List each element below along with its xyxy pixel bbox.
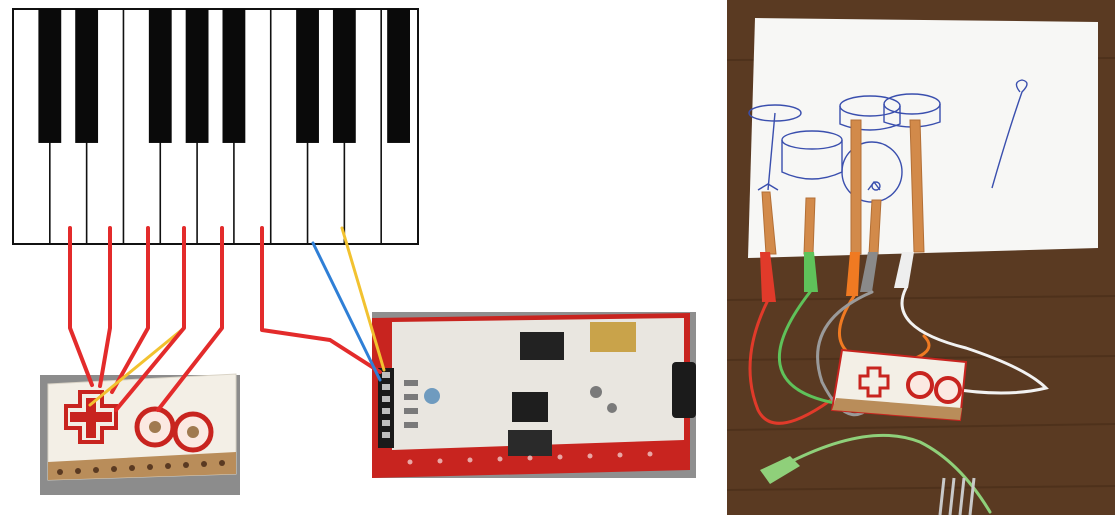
makey-makey-front-board bbox=[40, 373, 240, 495]
table-board-arrows bbox=[858, 366, 890, 398]
table-board-edge bbox=[832, 398, 962, 420]
copper-strip-3 bbox=[850, 119, 862, 255]
black-key bbox=[185, 9, 209, 143]
black-key bbox=[387, 9, 410, 143]
back-board-heatsink-top bbox=[520, 332, 564, 360]
board-arrow-cross bbox=[70, 398, 112, 438]
board-space-pad-center bbox=[149, 421, 161, 433]
wire-key-2 bbox=[98, 226, 112, 388]
alligator-clips bbox=[760, 252, 914, 484]
black-key bbox=[75, 9, 99, 143]
board-click-pad-center bbox=[187, 426, 199, 438]
piano-keyboard-frame bbox=[12, 8, 419, 245]
wire-key-3 bbox=[110, 226, 150, 394]
connection-wires bbox=[68, 226, 386, 412]
metal-fork bbox=[938, 477, 976, 515]
alligator-clip-white bbox=[894, 252, 914, 288]
alligator-clip-orange bbox=[846, 252, 860, 296]
alligator-clip-gray bbox=[860, 252, 878, 292]
copper-strip-2 bbox=[803, 197, 816, 255]
wire-loose-green bbox=[788, 433, 992, 514]
wire-key-4 bbox=[114, 226, 186, 412]
board-arrow-pad-outline bbox=[64, 390, 118, 444]
back-board-side-connector bbox=[672, 362, 696, 418]
cymbal-sketch bbox=[748, 104, 802, 122]
board-edge-holes bbox=[57, 460, 225, 475]
wire-key-8-yellow bbox=[340, 226, 386, 372]
black-key bbox=[148, 9, 172, 143]
black-key bbox=[332, 9, 356, 143]
wire-red bbox=[748, 298, 870, 425]
drumstick-sketch bbox=[991, 79, 1028, 189]
table-board-pad-1 bbox=[906, 371, 934, 399]
back-board-usb-connector bbox=[590, 322, 636, 352]
black-key bbox=[38, 9, 62, 143]
piano-wiring-diagram bbox=[12, 8, 696, 495]
black-key bbox=[296, 9, 319, 143]
table-board-pad-2 bbox=[934, 376, 962, 404]
wire-key-5 bbox=[156, 226, 224, 412]
alligator-clip-green bbox=[804, 252, 818, 292]
wire-key-1 bbox=[68, 226, 94, 387]
piano-keyboard-icon bbox=[12, 8, 419, 245]
wire-key-7-blue bbox=[311, 241, 382, 382]
makey-makey-back-board bbox=[372, 312, 696, 478]
wire-key-6 bbox=[260, 226, 382, 374]
back-board-pin-holes bbox=[382, 372, 390, 438]
drum-kit-photo bbox=[726, 0, 1115, 515]
black-keys bbox=[38, 9, 410, 143]
copper-strip-1 bbox=[761, 191, 777, 255]
copper-tape-strips bbox=[761, 119, 925, 255]
alligator-clip-red bbox=[760, 252, 776, 302]
back-board-bottom-holes bbox=[407, 451, 653, 465]
copper-strip-5 bbox=[909, 119, 925, 253]
wire-white bbox=[900, 286, 1049, 395]
black-key bbox=[222, 9, 246, 143]
makey-makey-board-photo bbox=[830, 348, 968, 422]
back-board-components bbox=[404, 380, 617, 428]
back-board-heatsink-bottom bbox=[508, 430, 552, 456]
back-board-chip bbox=[512, 392, 548, 422]
board-edge-strip bbox=[48, 452, 236, 480]
copper-strip-4 bbox=[868, 199, 882, 255]
paper-sheet bbox=[748, 18, 1098, 258]
